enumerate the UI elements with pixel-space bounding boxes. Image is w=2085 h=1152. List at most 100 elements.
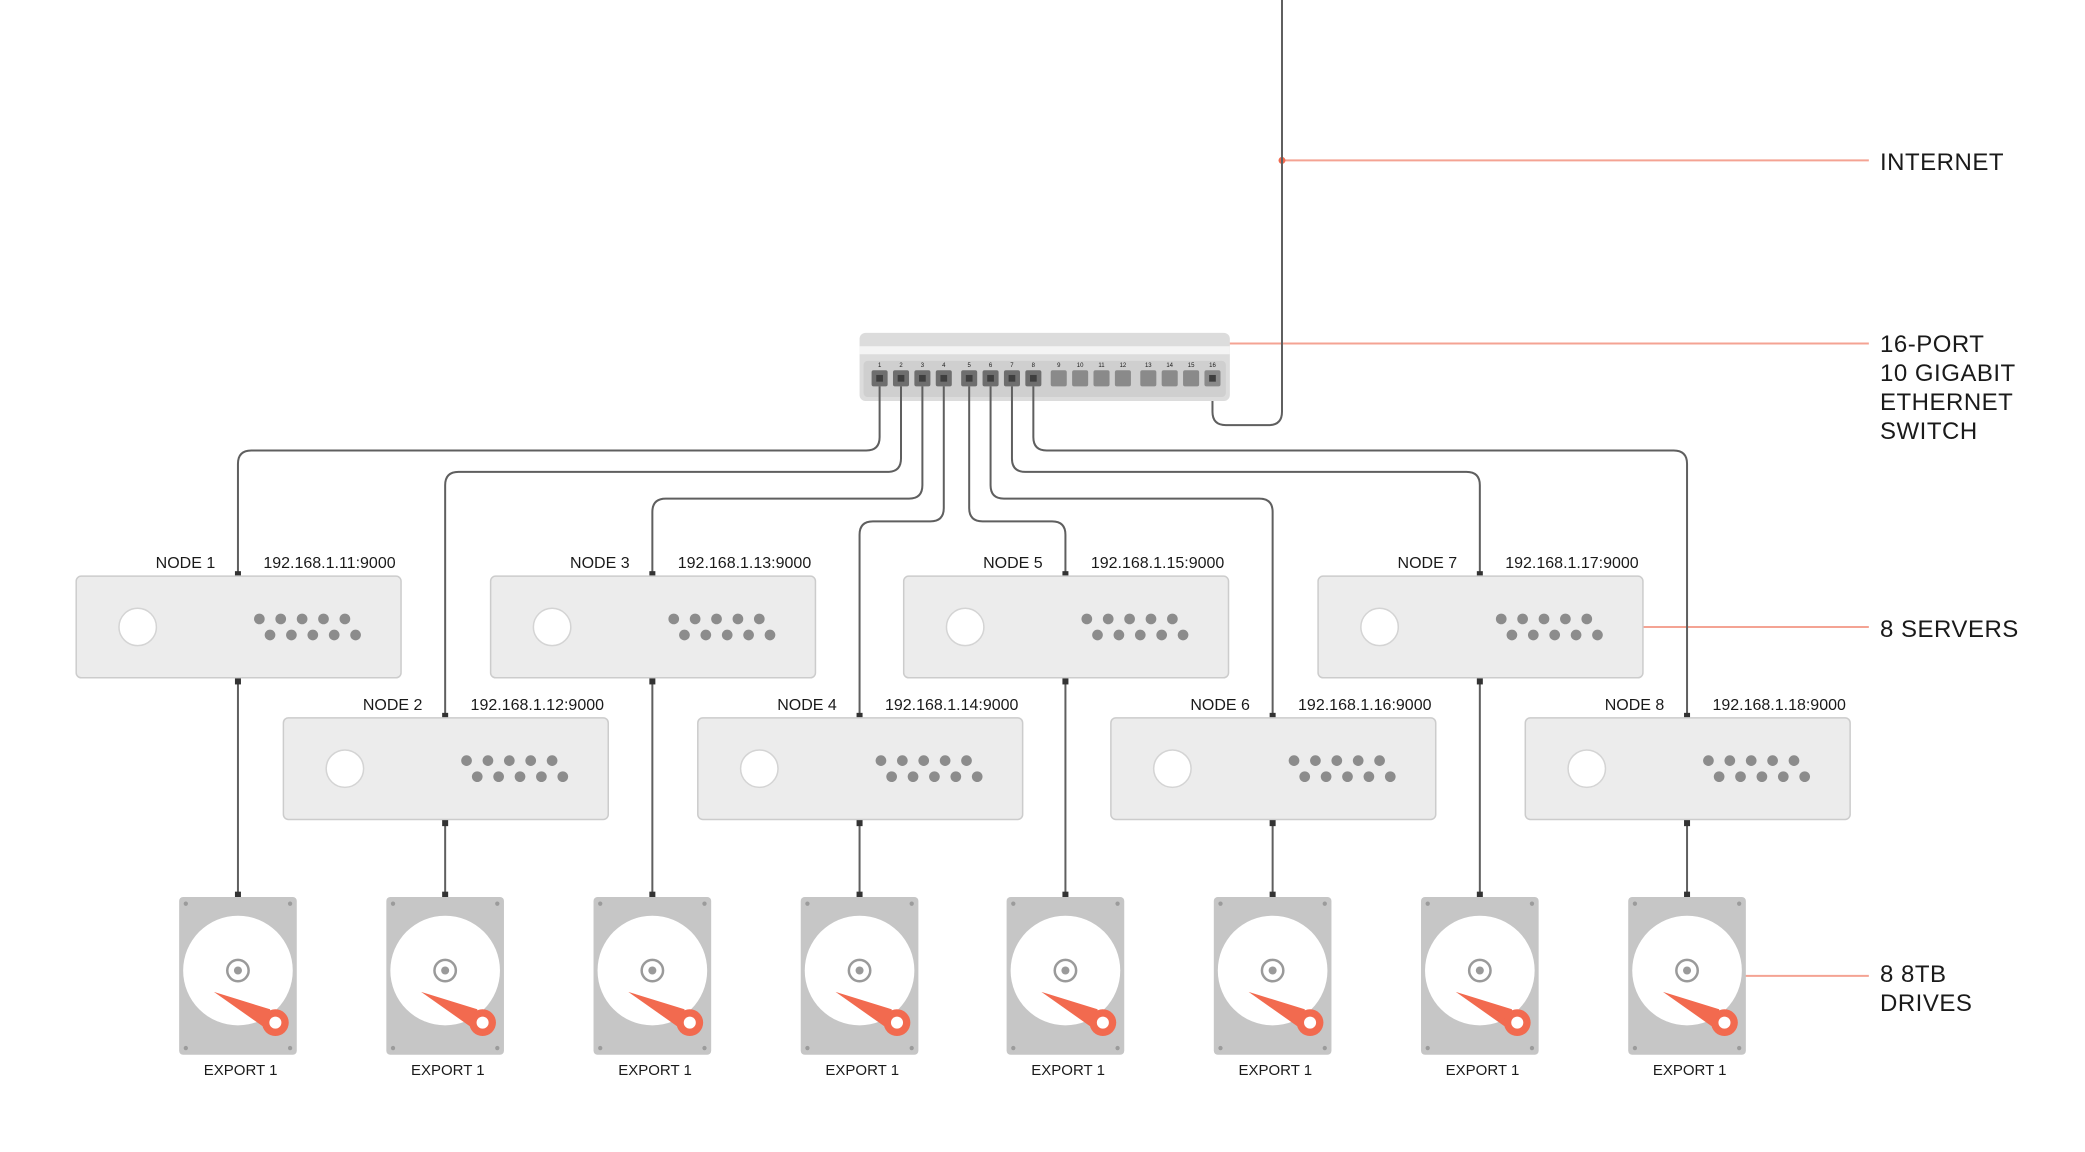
switch-node-cable [858, 386, 945, 718]
drive-label: EXPORT 1 [1446, 1062, 1520, 1079]
drive-arm-pivot-center [269, 1016, 282, 1029]
drive-label: EXPORT 1 [618, 1062, 692, 1079]
drive-spindle [847, 958, 872, 983]
drive-screw [390, 1045, 396, 1051]
vent-dot [1506, 629, 1518, 641]
uplink-cable [1211, 0, 1283, 427]
drive-spindle-center [233, 966, 242, 975]
switch-port-jack [897, 374, 905, 382]
vent-dot [264, 629, 276, 641]
drive-label: EXPORT 1 [204, 1062, 278, 1079]
vent-dot [318, 613, 329, 625]
vent-dot [1777, 771, 1789, 783]
port-number: 2 [899, 363, 903, 369]
vent-dot [1549, 629, 1561, 641]
port-number: 13 [1145, 363, 1152, 369]
drive-screw [1115, 1045, 1120, 1051]
switch-port-jack [987, 374, 994, 382]
drive-screw [1218, 1045, 1223, 1051]
drive-screw [909, 901, 914, 906]
vent-dot [1320, 771, 1332, 783]
vent-dot [1124, 613, 1135, 625]
vent-dot [514, 771, 526, 783]
switch-port [1072, 370, 1089, 387]
vent-dot [743, 629, 754, 641]
drive-spindle-center [441, 966, 450, 975]
port-number: 15 [1188, 363, 1195, 369]
cable-connector [234, 891, 241, 898]
vent-dot [493, 771, 504, 783]
cable-connector [1684, 891, 1691, 898]
hard-drive-icon: EXPORT 1 [1421, 896, 1539, 1079]
drive-screw [805, 1045, 810, 1051]
server-chassis [1524, 717, 1851, 821]
vent-dot [1102, 613, 1114, 625]
switch-port-jack [940, 374, 948, 382]
drive-arm-pivot-center [890, 1016, 904, 1029]
drive-arm-pivot-center [476, 1016, 489, 1029]
hard-drive-icon: EXPORT 1 [1213, 896, 1332, 1079]
cable-connector [1476, 571, 1483, 578]
power-button-icon [118, 607, 158, 647]
hard-drive-icon: EXPORT 1 [1628, 896, 1746, 1079]
label-servers: 8 SERVERS [1880, 615, 2019, 644]
power-button-icon [532, 607, 572, 647]
drive-screw [183, 901, 188, 906]
cable-connector [442, 891, 449, 898]
server-chassis [902, 575, 1230, 679]
cable-connector [1062, 891, 1069, 898]
port-number: 4 [942, 363, 946, 369]
vent-dot [1713, 771, 1725, 783]
label-internet-line: INTERNET [1880, 149, 2004, 176]
vent-dot [1788, 755, 1800, 766]
drive-label: EXPORT 1 [411, 1062, 485, 1079]
vent-dot [732, 613, 744, 625]
switch-port-jack [1008, 374, 1016, 382]
vent-dot [339, 613, 351, 625]
vent-dot [1495, 613, 1507, 625]
hard-drive-icon: EXPORT 1 [1006, 896, 1125, 1079]
vent-dot [503, 755, 515, 766]
switch-node-cable [989, 386, 1274, 718]
cable-connector [1476, 891, 1483, 898]
label-internet: INTERNET [1880, 148, 2004, 177]
vent-dot [668, 613, 680, 625]
vent-dot [971, 771, 983, 783]
port-number: 7 [1010, 363, 1014, 369]
switch-node-cable [444, 386, 903, 718]
drive-screw [390, 901, 396, 906]
server-chassis [75, 575, 402, 679]
cable-connector [649, 571, 656, 578]
cable-connector [234, 571, 241, 578]
vent-dot [1167, 613, 1178, 625]
vent-dot [1092, 629, 1103, 641]
node-address: 192.168.1.15:9000 [1091, 555, 1225, 572]
port-number: 14 [1166, 363, 1173, 369]
vent-dot [1538, 613, 1550, 625]
switch-port-jack [876, 374, 883, 382]
vent-dot [536, 771, 547, 783]
drive-label: EXPORT 1 [1653, 1062, 1727, 1079]
drive-screw [287, 1045, 293, 1051]
drive-screw [1322, 1045, 1327, 1051]
vent-dot [1299, 771, 1311, 783]
node-name: NODE 6 [1190, 697, 1250, 714]
vent-dot [1724, 755, 1736, 766]
drive-read-arm [421, 991, 480, 1034]
vent-dot [1767, 755, 1778, 766]
label-switch-line: SWITCH [1880, 418, 1978, 445]
vent-dot [918, 755, 930, 766]
port-number: 6 [989, 363, 993, 369]
cable-connector [1269, 891, 1276, 898]
server-chassis [282, 717, 609, 821]
switch-port-jack [965, 374, 973, 382]
node-address: 192.168.1.11:9000 [263, 555, 395, 572]
cable-connector [1684, 820, 1691, 827]
vent-dot [1581, 613, 1593, 625]
vent-dot [1081, 613, 1093, 625]
vent-dot [1352, 755, 1364, 766]
vent-dot [939, 755, 951, 766]
